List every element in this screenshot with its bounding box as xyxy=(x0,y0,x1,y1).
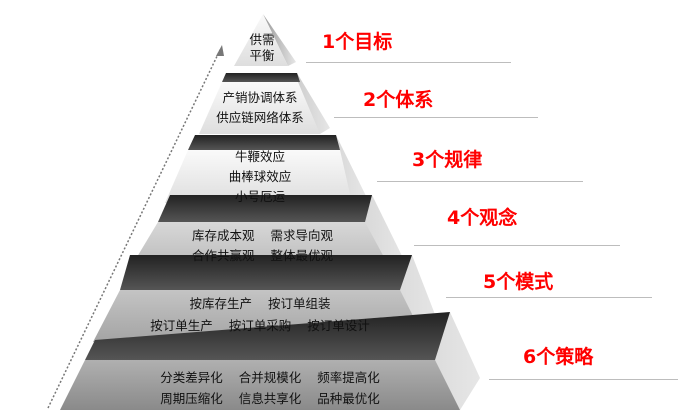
tier-item: 整体最优观 xyxy=(270,248,334,263)
tier-item: 需求导向观 xyxy=(270,228,334,243)
tier-item: 产销协调体系 xyxy=(222,90,298,105)
tier-4-text: 库存成本观需求导向观 合作共赢观整体最优观 xyxy=(140,226,385,266)
tier-item: 供需 xyxy=(249,32,275,47)
tier-item: 按订单采购 xyxy=(228,318,292,333)
tier-2-text: 产销协调体系 供应链网络体系 xyxy=(200,88,320,128)
tier-item: 合并规模化 xyxy=(238,370,302,385)
tier-1-face xyxy=(234,14,288,66)
tier-2-face xyxy=(199,82,320,134)
tier-item: 小号厄运 xyxy=(234,189,285,204)
tier-item: 周期压缩化 xyxy=(160,391,223,406)
tier-5-text: 按库存生产 按订单组装 按订单生产按订单采购按订单设计 xyxy=(100,293,420,337)
tier-6-label: 6个策略 xyxy=(523,346,594,368)
tier-item: 供应链网络体系 xyxy=(216,110,304,125)
tier-6-text: 分类差异化合并规模化频率提高化 周期压缩化信息共享化品种最优化 xyxy=(100,367,440,409)
divider-line xyxy=(414,245,620,246)
tier-2-label: 2个体系 xyxy=(363,89,434,111)
tier-1-text: 供需 平衡 xyxy=(233,32,291,64)
tier-3-text: 牛鞭效应 曲棒球效应 小号厄运 xyxy=(200,147,320,207)
divider-line xyxy=(334,117,538,118)
tier-item: 曲棒球效应 xyxy=(228,169,292,184)
tier-item: 信息共享化 xyxy=(238,391,302,406)
tier-item: 按订单设计 xyxy=(307,318,370,333)
divider-line xyxy=(489,379,678,380)
tier-item: 分类差异化 xyxy=(160,370,223,385)
tier-item: 按订单组装 xyxy=(268,296,331,311)
divider-line xyxy=(377,181,583,182)
divider-line xyxy=(446,297,652,298)
tier-item: 库存成本观 xyxy=(191,228,255,243)
tier-item: 平衡 xyxy=(249,48,275,63)
tier-4-label: 4个观念 xyxy=(447,207,518,229)
divider-line xyxy=(306,62,511,63)
tier-5-label: 5个模式 xyxy=(483,271,554,293)
arrow-head-icon xyxy=(216,45,224,56)
tier-item: 品种最优化 xyxy=(317,391,380,406)
tier-6-face xyxy=(60,360,460,410)
tier-item: 按订单生产 xyxy=(150,318,213,333)
tier-item: 按库存生产 xyxy=(189,296,252,311)
tier-item: 合作共赢观 xyxy=(191,248,255,263)
tier-3-face xyxy=(165,150,352,203)
tier-1-label: 1个目标 xyxy=(322,31,393,53)
tier-3-label: 3个规律 xyxy=(412,149,483,171)
tier-item: 频率提高化 xyxy=(317,370,380,385)
tier-item: 牛鞭效应 xyxy=(234,149,285,164)
